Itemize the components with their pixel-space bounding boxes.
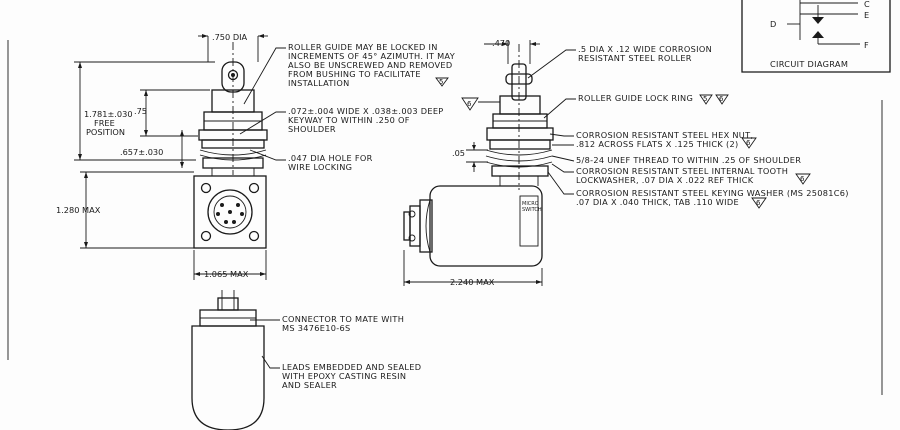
right-notes: .5 DIA X .12 WIDE CORROSION RESISTANT ST… <box>527 44 852 209</box>
right-switch-view: MICRO SWITCH <box>403 44 554 267</box>
flag-lockwasher: 6 <box>800 175 805 183</box>
flag-6-triangle <box>461 97 479 111</box>
dim-657: .657±.030 <box>120 147 163 157</box>
flag-lock-ring-b: 6 <box>719 95 724 103</box>
note-leads: LEADS EMBEDDED AND SEALED WITH EPOXY CAS… <box>282 362 424 390</box>
pin-d-label: D <box>770 19 776 29</box>
flag-hex-nut: 6 <box>746 139 751 147</box>
connector-flange <box>193 175 267 249</box>
dim-470: .470 <box>492 38 510 48</box>
pin-c-label: C <box>864 0 870 9</box>
note-roller-guide: ROLLER GUIDE MAY BE LOCKED IN INCREMENTS… <box>288 42 458 88</box>
nameplate <box>519 195 539 247</box>
note-hex-nut: CORROSION RESISTANT STEEL HEX NUT, .812 … <box>576 130 756 149</box>
note-wire-hole: .047 DIA HOLE FOR WIRE LOCKING <box>288 153 376 172</box>
connector-receptacle <box>207 189 253 235</box>
dim-1065: 1.065 MAX <box>204 269 249 279</box>
note-lock-ring: ROLLER GUIDE LOCK RING <box>578 93 693 103</box>
dim-position-label: POSITION <box>86 127 125 137</box>
dim-free-label: FREE <box>94 118 115 128</box>
switch-body <box>429 185 543 267</box>
lower-notes: CONNECTOR TO MATE WITH MS 3476E10-6S LEA… <box>250 314 424 390</box>
flag-keying-washer: 6 <box>756 199 761 207</box>
note-keying-washer: CORROSION RESISTANT STEEL KEYING WASHER … <box>576 188 852 207</box>
note-keyway: .072±.004 WIDE X .038±.003 DEEP KEYWAY T… <box>288 106 446 134</box>
flag-roller-guide: 5 <box>439 78 443 86</box>
note-thread: 5/8-24 UNEF THREAD TO WITHIN .25 OF SHOU… <box>576 155 801 165</box>
dim-free-position-value: 1.781±.030 <box>84 109 133 119</box>
flag-lock-ring-a: 5 <box>703 95 707 103</box>
left-switch-view <box>193 42 268 249</box>
left-dimensions: .750 DIA 1.781±.030 FREE POSITION .75 .6… <box>56 32 268 280</box>
pin-e-label: E <box>864 10 869 20</box>
left-notes: ROLLER GUIDE MAY BE LOCKED IN INCREMENTS… <box>239 42 458 172</box>
dim-75: .75 <box>134 106 147 116</box>
dim-roller-dia: .750 DIA <box>212 32 248 42</box>
dim-2240: 2.240 MAX <box>450 277 495 287</box>
flag-6: 6 <box>467 100 472 108</box>
dim-1280: 1.280 MAX <box>56 205 101 215</box>
right-dimensions: .470 .05 2.240 MAX 6 <box>403 38 543 287</box>
nameplate-type: SWITCH <box>522 207 542 213</box>
circuit-diagram: C E D F CIRCUIT DIAGRAM <box>741 0 891 73</box>
note-lockwasher: CORROSION RESISTANT STEEL INTERNAL TOOTH… <box>576 166 791 185</box>
circuit-diagram-title: CIRCUIT DIAGRAM <box>770 59 848 69</box>
note-roller: .5 DIA X .12 WIDE CORROSION RESISTANT ST… <box>578 44 715 63</box>
potted-connector-view <box>191 290 265 430</box>
note-connector: CONNECTOR TO MATE WITH MS 3476E10-6S <box>282 314 407 333</box>
dim-05: .05 <box>452 148 465 158</box>
nameplate-brand: MICRO <box>522 201 539 207</box>
pin-f-label: F <box>864 40 869 50</box>
